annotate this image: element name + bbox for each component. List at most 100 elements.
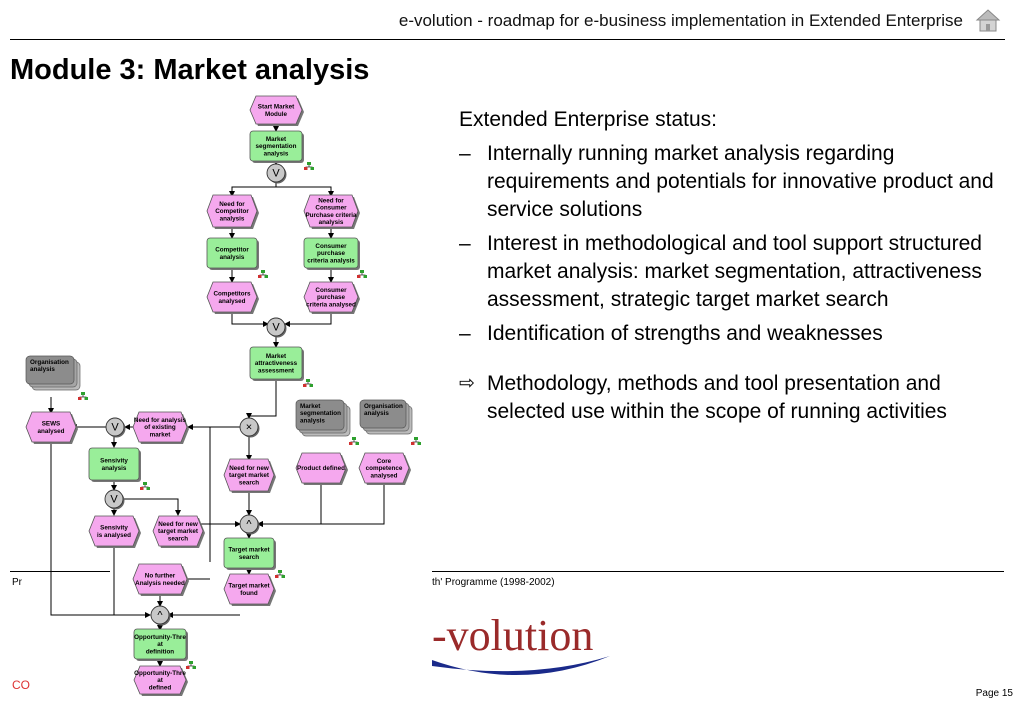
- home-icon[interactable]: [975, 7, 1001, 33]
- org-chart-icon: [303, 379, 313, 387]
- event-product-defined: Product defined: [295, 452, 348, 485]
- node-label-line: at: [157, 677, 164, 684]
- node-label-line: Need for new: [229, 465, 269, 472]
- node-label-line: Competitor: [215, 247, 249, 254]
- node-label-line: Core: [377, 458, 392, 465]
- node-label-line: found: [240, 590, 258, 597]
- node-label-line: market: [150, 431, 172, 438]
- and-connector-cross: ×: [239, 417, 260, 438]
- bullet-item: – Interest in methodological and tool su…: [459, 230, 1017, 314]
- flow-connector: [50, 440, 150, 616]
- connector-symbol: ^: [246, 519, 252, 531]
- connector-symbol: ^: [157, 610, 163, 622]
- bullet-dash: –: [459, 142, 471, 165]
- xor-connector-1: V: [266, 163, 287, 184]
- page-title: Module 3: Market analysis: [10, 54, 370, 86]
- node-label-line: attractiveness: [255, 360, 298, 367]
- node-label-line: Need for: [318, 197, 344, 204]
- process-diagram: Start MarketModuleMarketsegmentationanal…: [25, 95, 421, 696]
- node-label-line: Sensivity: [100, 525, 128, 532]
- bullet-dash: –: [459, 322, 471, 345]
- node-label-line: purchase: [317, 294, 345, 301]
- flow-connector: [229, 182, 277, 197]
- and-connector-2: ^: [150, 605, 171, 626]
- logo-swoosh: [432, 656, 610, 676]
- arrow-item: ⇨ Methodology, methods and tool presenta…: [459, 370, 1017, 426]
- node-label-line: is analysed: [97, 532, 131, 539]
- node-label-line: criteria analysed: [306, 301, 356, 308]
- node-label-line: Organisation: [364, 403, 403, 410]
- node-label-line: Module: [265, 111, 288, 118]
- header-title: e-volution - roadmap for e-business impl…: [398, 11, 963, 30]
- node-label-line: search: [168, 535, 188, 542]
- node-label-line: analysed: [371, 472, 398, 479]
- flow-connector: [231, 312, 269, 327]
- node-label-line: Organisation: [30, 359, 69, 366]
- node-label-line: criteria analysis: [307, 257, 355, 264]
- node-label-line: Consumer: [315, 243, 347, 250]
- content-panel: Extended Enterprise status: – Internally…: [459, 106, 1017, 426]
- footer-rule: [10, 571, 110, 572]
- node-label-line: search: [239, 479, 259, 486]
- connector-symbol: V: [272, 322, 280, 334]
- e-volution-logo: -volution: [432, 600, 612, 680]
- node-label-line: analysis: [319, 219, 344, 226]
- status-heading: Extended Enterprise status:: [459, 108, 717, 131]
- bullet-text: Interest in methodological and tool supp…: [487, 232, 982, 311]
- right-arrow-icon: ⇨: [459, 373, 475, 394]
- node-label-line: Opportunity-Thre: [134, 670, 186, 677]
- node-label-line: defined: [149, 684, 172, 691]
- org-chart-icon: [304, 162, 314, 170]
- node-label-line: Market: [266, 353, 287, 360]
- footer-programme-text: th' Programme (1998-2002): [432, 577, 555, 588]
- bullet-text: Internally running market analysis regar…: [487, 142, 994, 221]
- org-chart-icon: [140, 482, 150, 490]
- connector-symbol: V: [110, 494, 118, 506]
- node-label-line: analysis: [102, 465, 127, 472]
- org-chart-icon: [78, 392, 88, 400]
- node-label-line: analysis: [30, 366, 55, 373]
- node-label-line: of existing: [144, 424, 176, 431]
- bullet-item: – Identification of strengths and weakne…: [459, 320, 1017, 348]
- node-label-line: Market: [266, 136, 287, 143]
- node-label-line: Competitors: [213, 291, 251, 298]
- connector-symbol: ×: [246, 422, 252, 434]
- node-label-line: SEWS: [42, 421, 61, 428]
- node-label-line: definition: [146, 648, 174, 655]
- node-label-line: segmentation: [256, 143, 297, 150]
- org-chart-icon: [349, 437, 359, 445]
- xor-connector-3: V: [105, 417, 126, 438]
- node-label-line: Need for new: [158, 521, 198, 528]
- org-chart-icon: [186, 661, 196, 669]
- flow-connector: [123, 498, 181, 516]
- node-label-line: Sensivity: [100, 458, 128, 465]
- node-label-line: Need for: [219, 201, 245, 208]
- node-label-line: Target market: [228, 583, 270, 590]
- connector-symbol: V: [111, 422, 119, 434]
- flow-connector: [188, 426, 211, 562]
- node-label-line: search: [239, 554, 259, 561]
- node-label-line: assessment: [258, 367, 295, 374]
- node-label-line: Analysis needed: [135, 580, 185, 587]
- xor-connector-2: V: [266, 317, 287, 338]
- connector-symbol: V: [272, 168, 280, 180]
- bullet-text: Identification of strengths and weakness…: [487, 322, 883, 345]
- bullet-dash: –: [459, 232, 471, 255]
- node-label-line: analysis: [364, 410, 389, 417]
- node-label-line: Target market: [228, 547, 270, 554]
- node-label-line: No further: [145, 573, 176, 580]
